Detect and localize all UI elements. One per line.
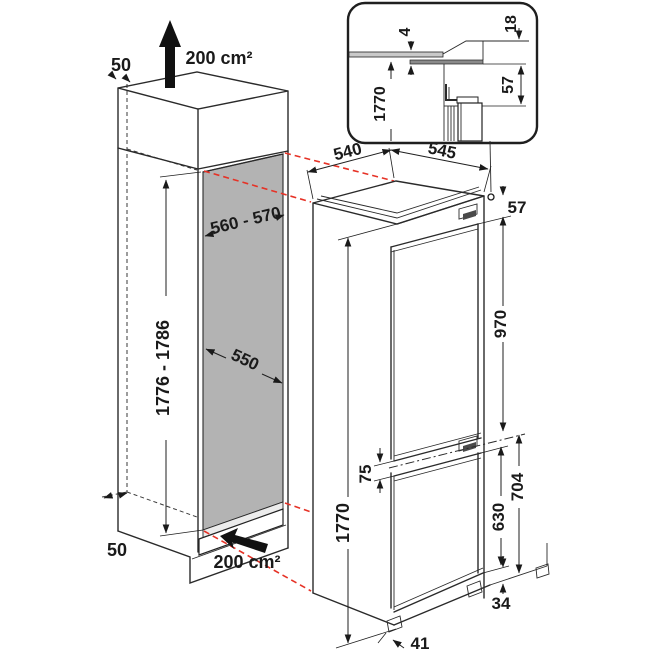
inset-ceiling-panel	[348, 51, 444, 58]
detail-height-label: 1770	[372, 86, 389, 122]
detail-worktop-label: 18	[503, 15, 520, 33]
dim-door-gap: 75	[356, 448, 395, 493]
dim-appliance-depth: 540	[306, 139, 395, 200]
top-clearance-label: 50	[111, 55, 131, 75]
door-gap-label: 75	[356, 465, 375, 484]
projection-line-top-front	[203, 170, 312, 203]
inset-appliance-top	[409, 59, 484, 65]
plinth-height-label: 34	[492, 594, 511, 613]
front-foot	[386, 615, 403, 633]
vent-opening	[198, 508, 284, 556]
bottom-airflow-label: 200 cm²	[213, 552, 280, 572]
top-gap-label: 57	[508, 198, 527, 217]
projection-line-bottom-back	[284, 502, 312, 513]
cabinet-niche	[101, 71, 289, 584]
dim-detail-height: 1770	[372, 61, 395, 141]
door-gap-centerline	[388, 433, 526, 469]
detail-inset: 4 18 57 1770	[346, 1, 539, 193]
plinth-depth-label: 41	[411, 634, 430, 650]
fridge	[312, 180, 550, 633]
fridge-doors	[390, 203, 484, 613]
projection-lines	[203, 152, 395, 592]
dim-appliance-width: 545	[390, 138, 492, 193]
dim-lower-compartment: 704	[508, 434, 527, 574]
rear-foot	[535, 563, 550, 579]
niche-height-label: 1776 - 1786	[153, 320, 173, 416]
dim-plinth-height: 34	[492, 556, 511, 613]
dim-top-gap: 57	[477, 186, 527, 225]
lower-door-label: 630	[489, 503, 508, 531]
cabinet-top-face	[117, 71, 289, 110]
lower-compartment-label: 704	[508, 472, 527, 501]
detail-reference-circle	[487, 193, 495, 201]
dim-detail-gap: 4	[397, 27, 415, 75]
dim-appliance-height: 1770	[333, 223, 398, 649]
bottom-clearance-label: 50	[107, 540, 127, 560]
detail-recess-label: 57	[500, 76, 517, 94]
top-airflow-label: 200 cm²	[185, 48, 252, 68]
upper-door-label: 970	[491, 310, 510, 338]
right-foot	[466, 580, 483, 598]
airflow-up-arrow-icon	[159, 20, 181, 88]
dim-detail-worktop: 18	[503, 15, 523, 40]
projection-line-top-back	[284, 152, 395, 182]
detail-gap-label: 4	[397, 27, 414, 36]
top-ventilation: 200 cm² 50	[107, 20, 253, 88]
inset-frame	[346, 1, 539, 145]
top-hinge	[458, 203, 478, 220]
appliance-height-label: 1770	[333, 503, 353, 543]
projection-line-bottom-front	[203, 530, 312, 592]
dim-detail-recess: 57	[500, 65, 525, 105]
top-hinge-detail	[463, 210, 476, 220]
dim-lower-door: 630	[480, 445, 510, 574]
dim-niche-height: 1776 - 1786	[153, 171, 204, 537]
dim-plinth-depth: 41	[377, 632, 430, 650]
dim-upper-door: 970	[491, 216, 510, 432]
inset-leader-line	[489, 140, 492, 193]
inset-door-panel	[457, 102, 483, 142]
mid-hinge-detail	[463, 442, 476, 452]
bottom-ventilation: 200 cm² 50	[103, 492, 281, 572]
airflow-in-arrow-icon	[220, 528, 268, 553]
inset-hinge-cap	[456, 96, 479, 104]
